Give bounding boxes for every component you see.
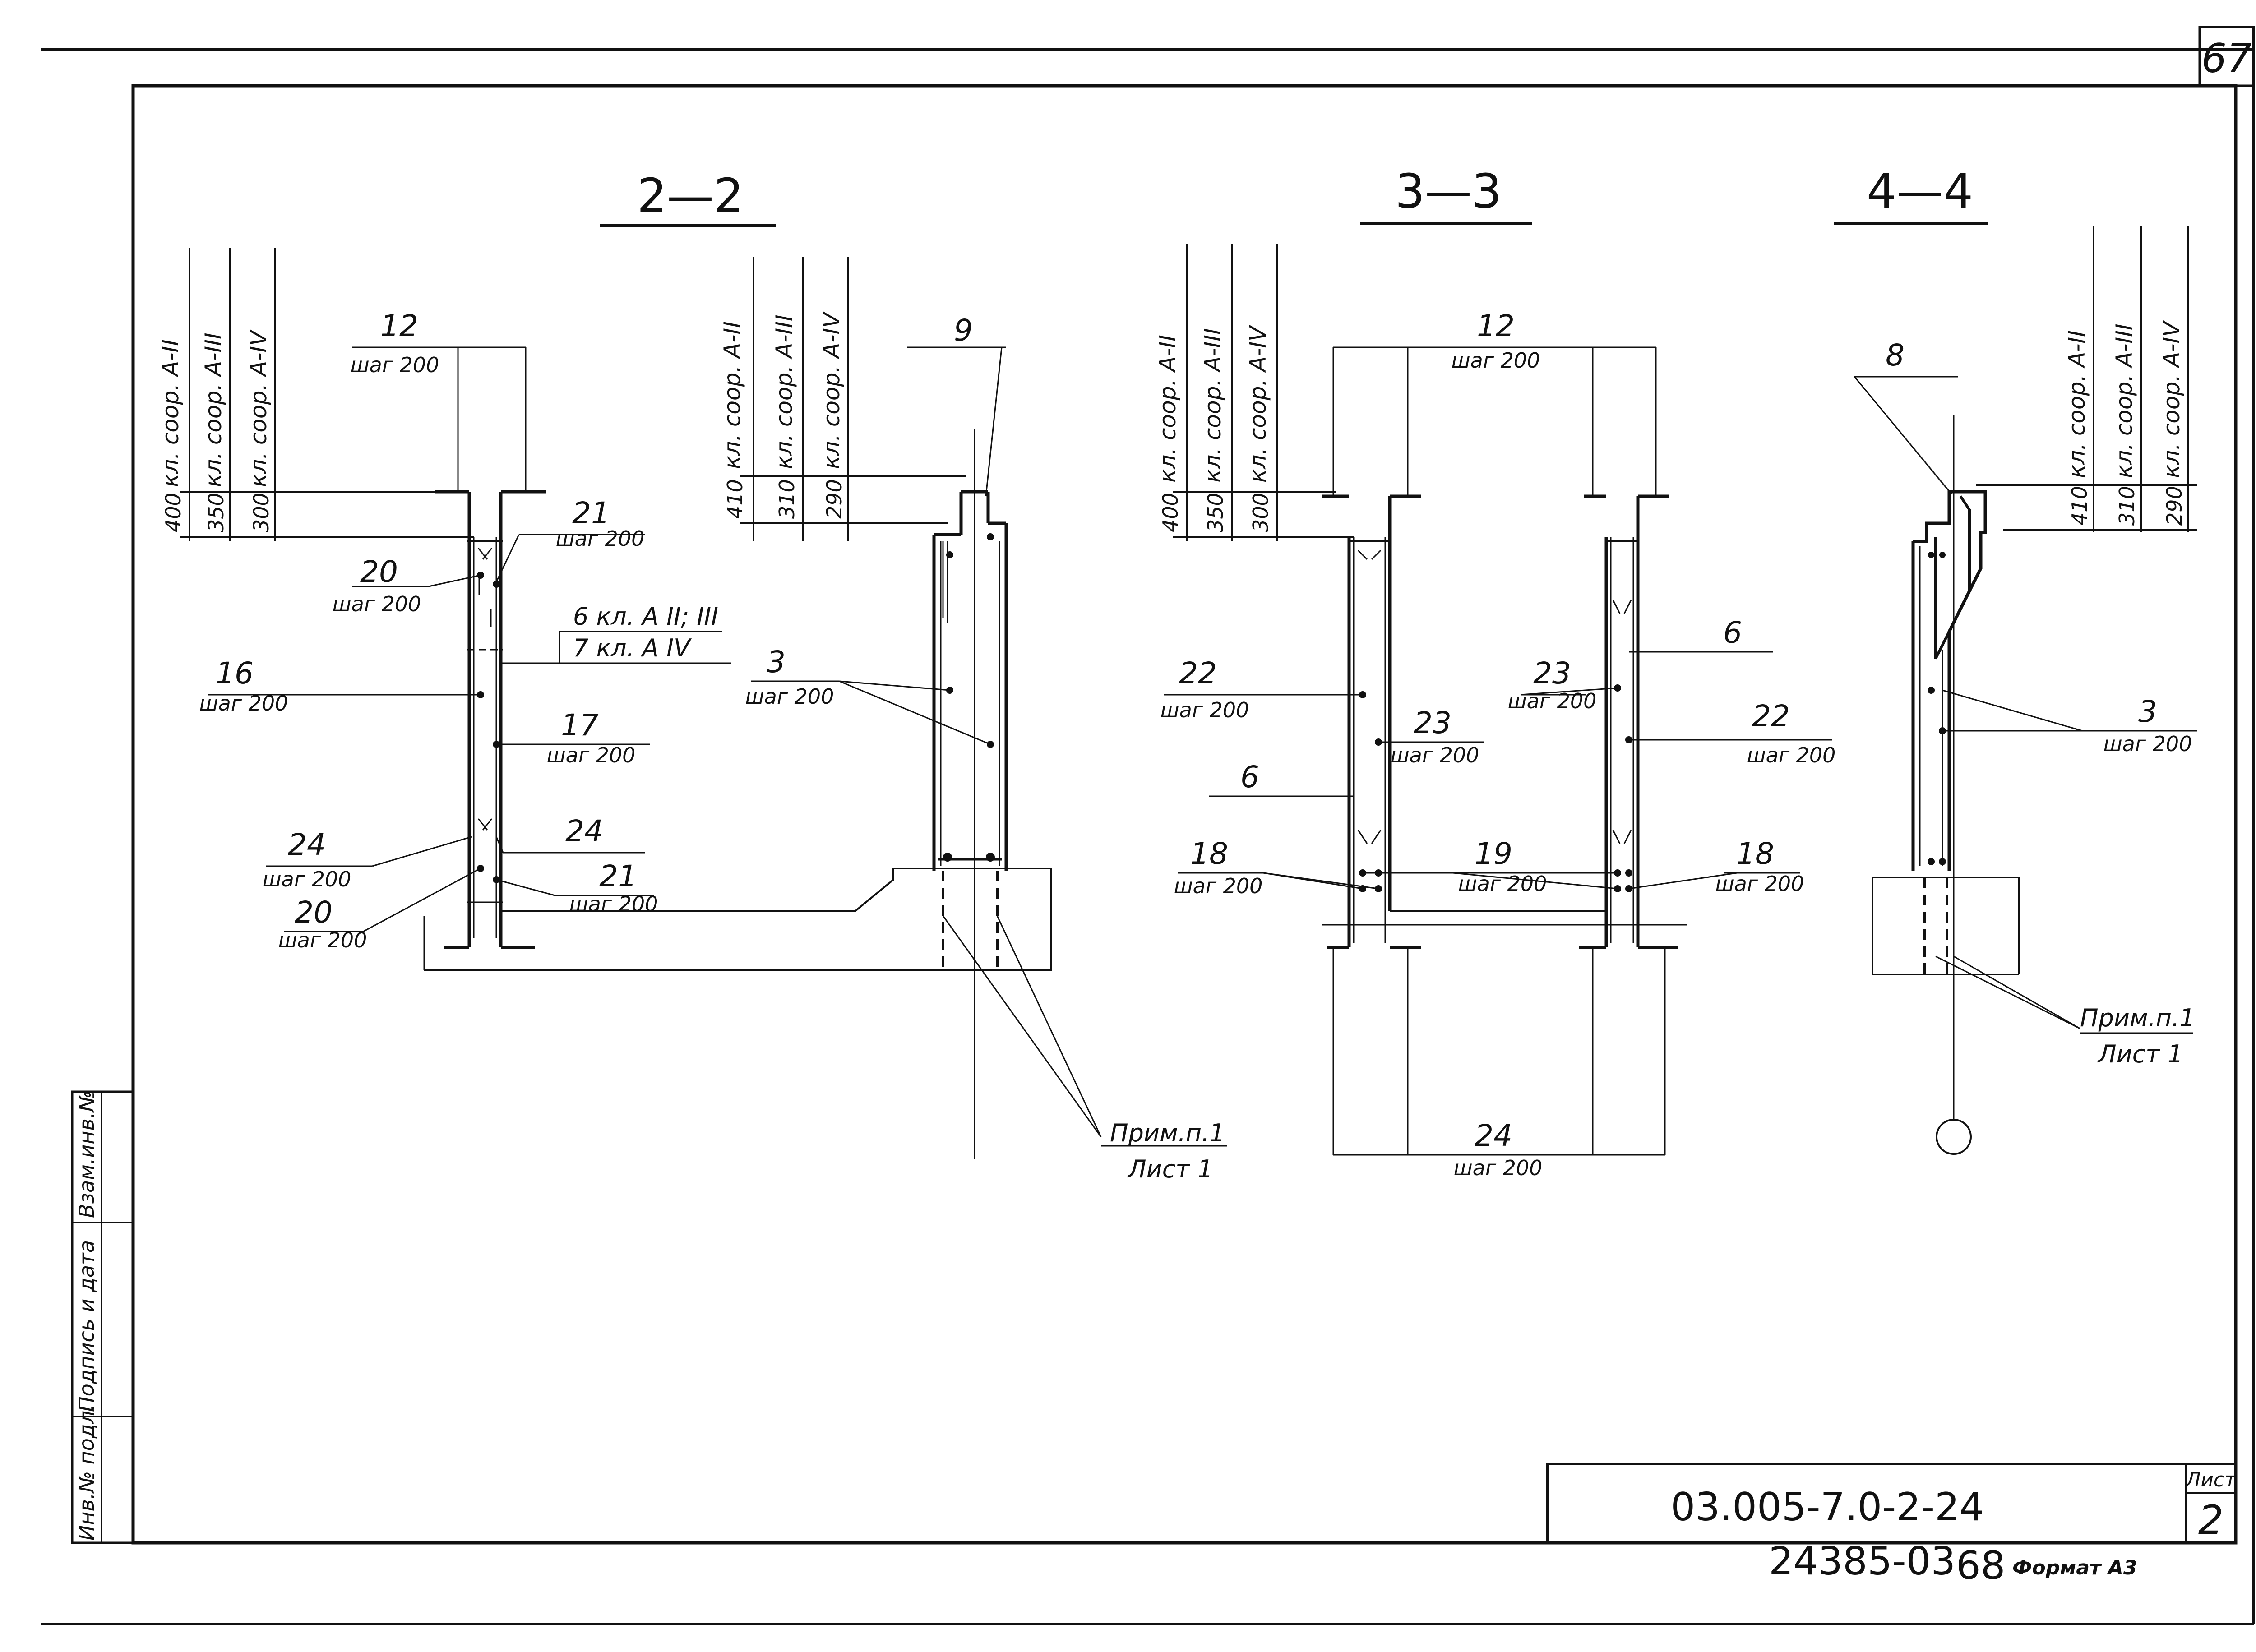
sheet-code: 03.005-7.0-2-24 [1671, 1485, 1984, 1530]
note-sheet-a: Лист 1 [1127, 1155, 1213, 1183]
dim-350-c: 350 [1203, 493, 1228, 532]
dim-300: 300 [249, 493, 273, 532]
section-title-4-4: 4—4 [1867, 164, 1973, 219]
step-21-b: шаг 200 [569, 892, 658, 916]
label-24-a: 24 [288, 827, 326, 862]
class-label-a3-b: кл. соор. А-III [771, 314, 797, 469]
label-21-b: 21 [599, 859, 637, 894]
class-label-a4-b: кл. соор. А-IV [818, 311, 845, 469]
dim-310: 310 [775, 479, 799, 519]
dim-350: 350 [204, 493, 228, 532]
label-24-c: 24 [1475, 1118, 1512, 1153]
label-19: 19 [1475, 836, 1512, 871]
step-12-a: шаг 200 [351, 353, 439, 377]
class-label-a3: кл. соор. А-III [200, 332, 227, 487]
dim-410: 410 [723, 479, 747, 519]
step-12-b: шаг 200 [1452, 348, 1540, 373]
dim-290: 290 [822, 479, 846, 519]
section-title-2-2: 2—2 [637, 168, 744, 223]
label-6-class: 6 кл. А II; III [573, 602, 718, 631]
label-3-a: 3 [767, 645, 786, 679]
step-18-b: шаг 200 [1715, 872, 1804, 896]
label-20-b: 20 [295, 895, 333, 930]
bottom-code: 24385-03 [1769, 1539, 1956, 1584]
section-3-3-walls [1322, 346, 1687, 1156]
step-22-a: шаг 200 [1160, 698, 1249, 722]
class-label-a4-c: кл. соор. А-IV [1245, 324, 1271, 483]
label-3-b: 3 [2138, 694, 2157, 729]
label-16: 16 [216, 656, 254, 691]
sheet-label: Лист [2185, 1468, 2237, 1491]
label-23-b: 23 [1533, 656, 1571, 691]
format-label: Формат А3 [2012, 1556, 2137, 1579]
step-23-b: шаг 200 [1508, 689, 1597, 713]
step-17: шаг 200 [547, 743, 636, 767]
class-table-2 [740, 257, 966, 541]
stamp-replace: Взам.инв.№ [74, 1090, 99, 1218]
note-ref-a: Прим.п.1 [1110, 1119, 1225, 1147]
label-18-a: 18 [1190, 836, 1228, 871]
label-underlines [208, 346, 2193, 1156]
class-table-4 [1976, 226, 2197, 532]
label-18-b: 18 [1736, 836, 1774, 871]
step-22-b: шаг 200 [1747, 743, 1836, 767]
step-23-a: шаг 200 [1391, 743, 1479, 767]
corner-number: 67 [2201, 35, 2252, 82]
label-12-b: 12 [1477, 309, 1515, 343]
class-label-a3-d: кл. соор. А-III [2111, 323, 2137, 478]
class-label-a4-d: кл. соор. А-IV [2159, 320, 2185, 478]
label-17: 17 [561, 708, 599, 743]
dim-400-c: 400 [1158, 493, 1183, 532]
dim-400: 400 [161, 493, 185, 532]
label-8: 8 [1886, 338, 1905, 373]
step-24-a: шаг 200 [263, 867, 351, 891]
step-3-b: шаг 200 [2103, 732, 2192, 756]
note-sheet-b: Лист 1 [2097, 1040, 2183, 1068]
note-ref-b: Прим.п.1 [2080, 1004, 2195, 1032]
label-23-a: 23 [1414, 706, 1452, 740]
label-22-b: 22 [1752, 699, 1790, 734]
class-label-a2-d: кл. соор. А-II [2064, 330, 2090, 478]
dim-310-d: 310 [2115, 486, 2139, 526]
label-21-a: 21 [572, 496, 610, 531]
section-2-2-right-wall [932, 429, 1008, 1159]
dim-290-d: 290 [2162, 486, 2187, 526]
class-label-a2-b: кл. соор. А-II [719, 321, 745, 469]
stamp-sign: Подпись и дата [74, 1240, 99, 1412]
section-4-4-wall [1872, 415, 2020, 1155]
section-2-2-left-wall [356, 346, 1052, 971]
label-7-class: 7 кл. А IV [573, 634, 692, 662]
label-20-a: 20 [360, 554, 398, 589]
label-24-b: 24 [565, 814, 603, 849]
sheet-number: 2 [2198, 1497, 2224, 1543]
class-table-3 [1173, 244, 1354, 541]
step-3-a: шаг 200 [745, 684, 834, 709]
bottom-num: 68 [1956, 1543, 2005, 1588]
stamp-inv: Инв.№ подл. [74, 1404, 99, 1541]
dim-300-c: 300 [1248, 493, 1273, 532]
label-9: 9 [954, 313, 973, 348]
label-6-a: 6 [1240, 760, 1259, 794]
class-table-1 [180, 248, 474, 541]
sheet-frame [41, 26, 2255, 1625]
section-title-3-3: 3—3 [1395, 164, 1502, 219]
step-24-c: шаг 200 [1454, 1156, 1543, 1180]
step-21-a: шаг 200 [556, 526, 645, 551]
step-19: шаг 200 [1458, 872, 1547, 896]
step-18-a: шаг 200 [1174, 874, 1263, 898]
class-label-a2: кл. соор. А-II [157, 339, 184, 487]
label-6-b: 6 [1723, 615, 1742, 650]
class-label-a2-c: кл. соор. А-II [1155, 335, 1181, 483]
class-label-a3-c: кл. соор. А-III [1200, 328, 1226, 483]
label-22-a: 22 [1179, 656, 1217, 691]
class-label-a4: кл. соор. А-IV [245, 329, 272, 487]
label-12-a: 12 [380, 309, 418, 343]
dim-410-d: 410 [2067, 486, 2092, 526]
step-20-a: шаг 200 [333, 592, 421, 616]
position-labels: 12 шаг 200 21 шаг 200 20 шаг 200 6 кл. А… [199, 309, 2195, 1183]
